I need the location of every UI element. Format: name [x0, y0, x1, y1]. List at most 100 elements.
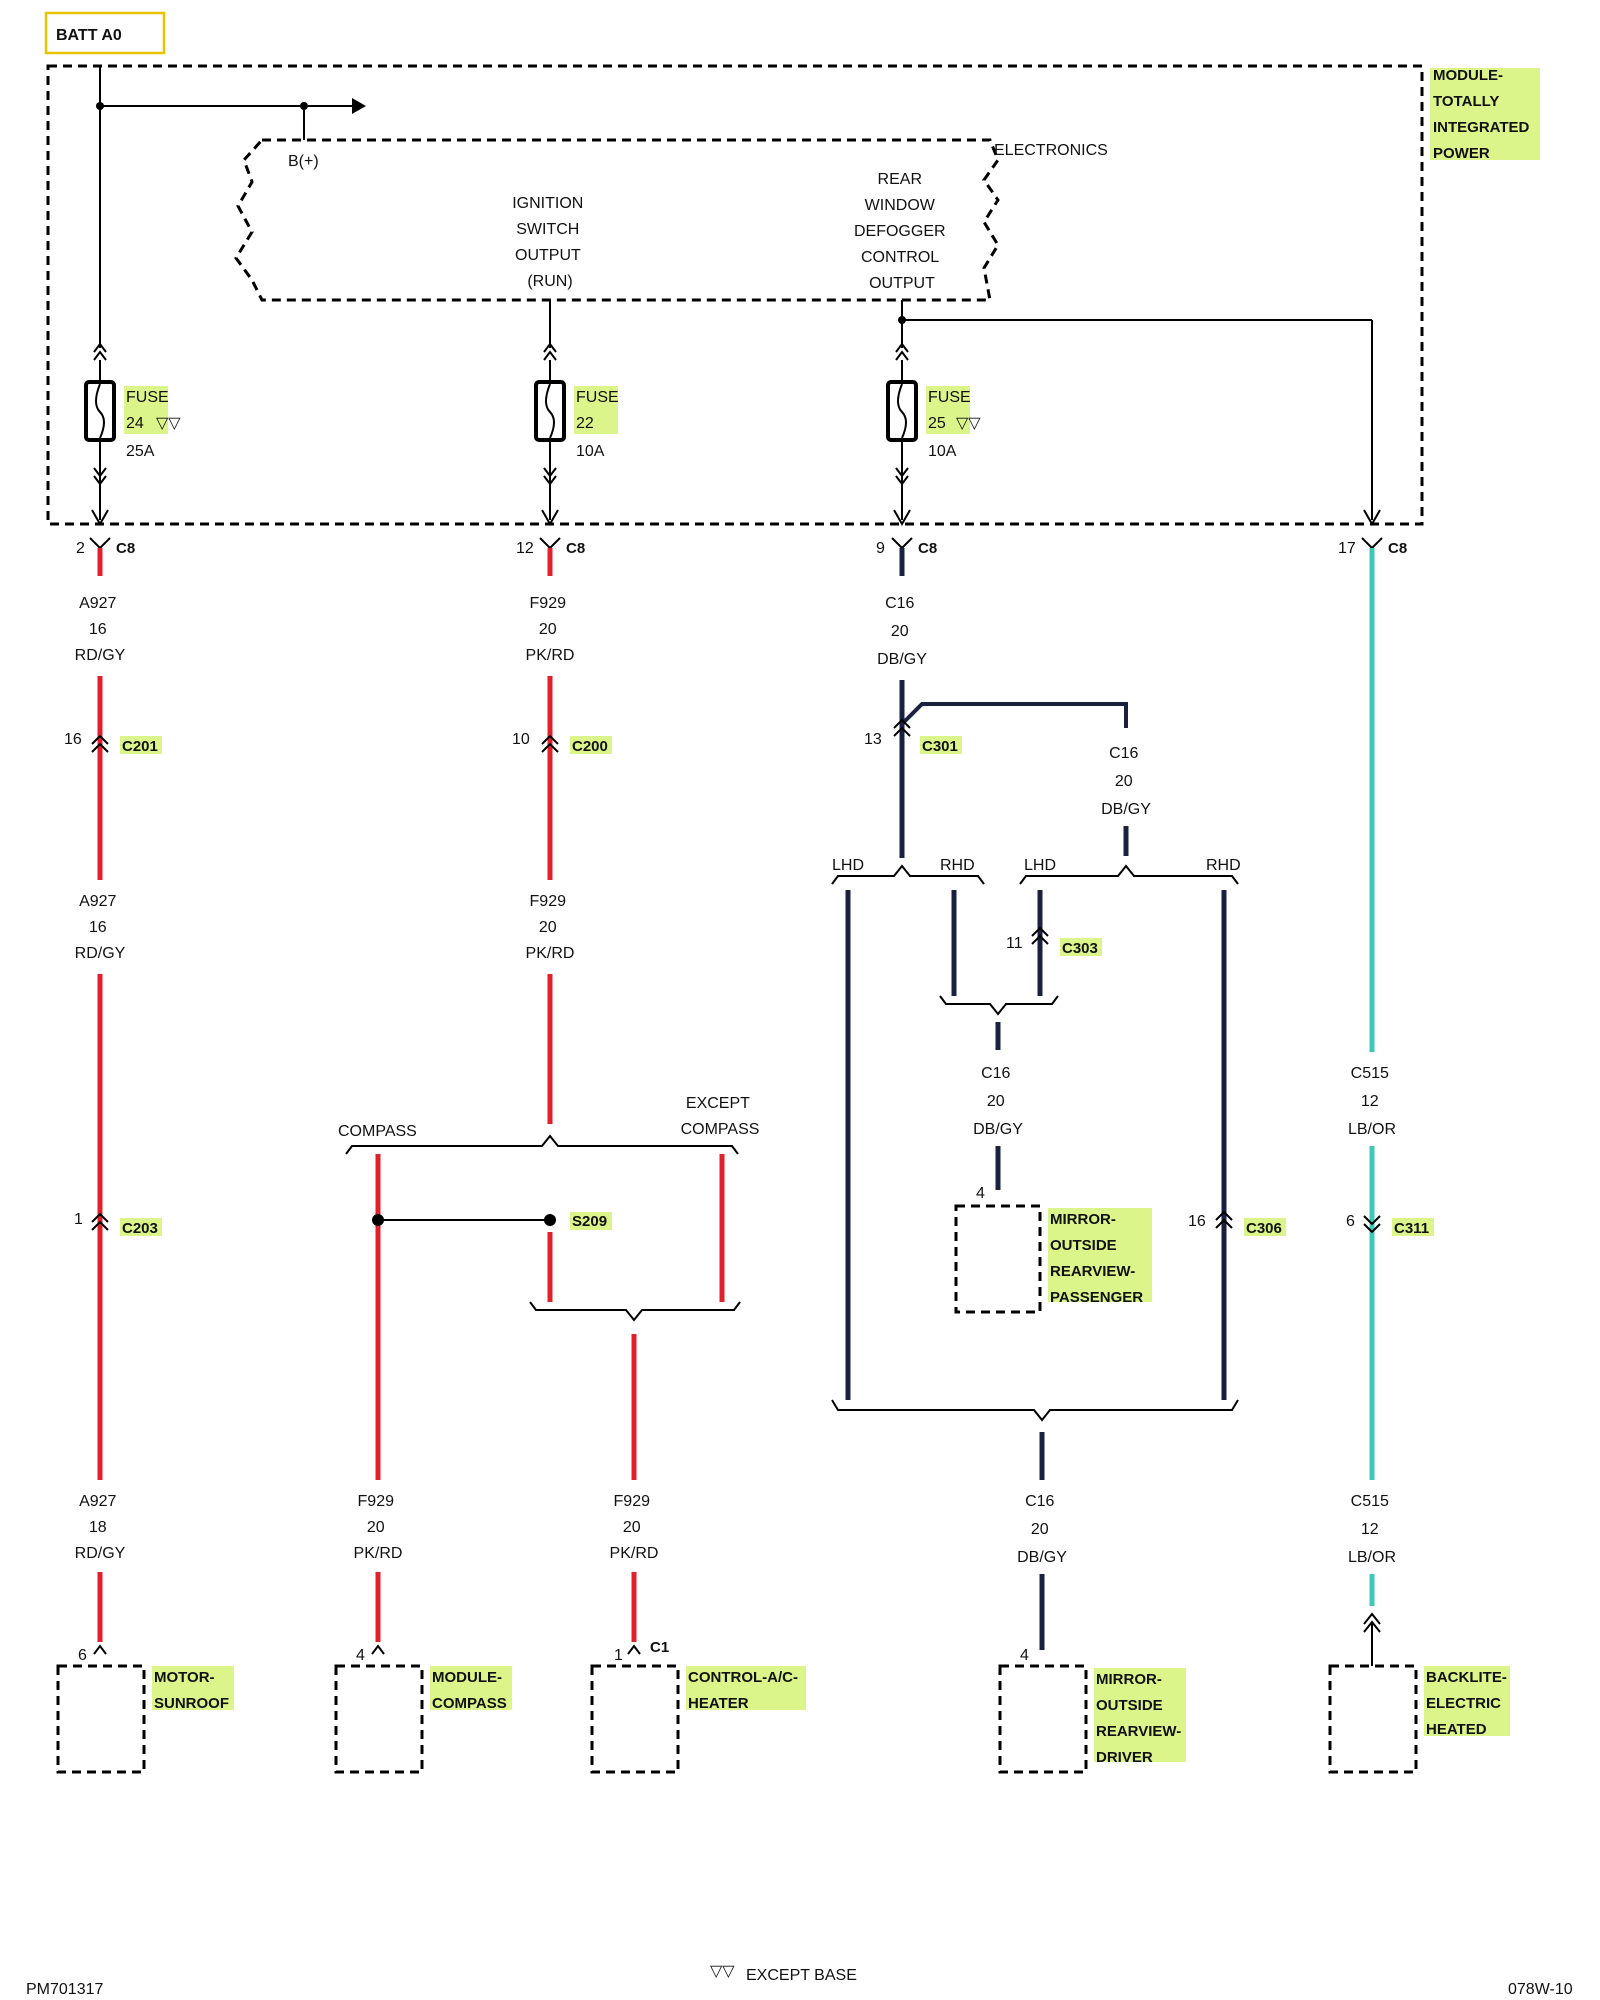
splice-s209 — [544, 1214, 556, 1226]
brace-compass-option — [345, 1134, 739, 1155]
svg-text:11: 11 — [1006, 935, 1023, 952]
connector-c311: 6 C311 — [1346, 1213, 1434, 1237]
c8-pin-2: 2 C8 — [76, 537, 135, 557]
defogger-output-label: REAR WINDOW DEFOGGER CONTROL OUTPUT — [854, 171, 950, 292]
wire-label-a927-top: A927 16 RD/GY — [75, 595, 126, 664]
footer-left-code: PM701317 — [26, 1981, 103, 1998]
wire-label-c16-top: C16 20 DB/GY — [877, 595, 927, 668]
fuse-25-label: FUSE — [928, 389, 971, 406]
component-backlite-heated — [1328, 1664, 1418, 1774]
component-module-compass — [334, 1664, 424, 1774]
wire-label-c16-passenger: C16 20 DB/GY — [973, 1065, 1023, 1138]
svg-text:C200: C200 — [572, 738, 608, 755]
c8-pin-12: 12 C8 — [516, 537, 585, 557]
svg-text:6: 6 — [1346, 1213, 1355, 1230]
wire-label-a927-bot: A927 18 RD/GY — [75, 1493, 126, 1562]
brace-driver-merge — [831, 1399, 1239, 1422]
module-compass-label: MODULE- COMPASS — [432, 1669, 507, 1712]
mirror-driver-label: MIRROR- OUTSIDE REARVIEW- DRIVER — [1096, 1671, 1185, 1766]
wire-label-f929-top: F929 20 PK/RD — [526, 595, 575, 664]
fuse-25-number: 25 — [928, 415, 946, 432]
fuse-24-label: FUSE — [126, 389, 169, 406]
electronics-label: ELECTRONICS — [994, 142, 1108, 159]
fuse-24 — [84, 342, 116, 527]
backlite-label: BACKLITE- ELECTRIC HEATED — [1426, 1669, 1511, 1738]
fuse-22-number: 22 — [576, 415, 594, 432]
svg-text:16: 16 — [1188, 1213, 1206, 1230]
svg-text:C311: C311 — [1394, 1220, 1429, 1237]
svg-text:C306: C306 — [1246, 1220, 1282, 1237]
electronics-box — [234, 138, 1000, 302]
connector-c306: 16 C306 — [1188, 1210, 1286, 1237]
control-ac-heater-label: CONTROL-A/C- HEATER — [688, 1669, 802, 1712]
svg-text:1: 1 — [614, 1647, 623, 1664]
wire-label-f929-heater: F929 20 PK/RD — [610, 1493, 659, 1562]
svg-text:4: 4 — [1020, 1647, 1029, 1664]
fuse-25-except-mark: ▽▽ — [956, 415, 981, 432]
fuse-24-number: 24 — [126, 415, 144, 432]
mirror-passenger-label: MIRROR- OUTSIDE REARVIEW- PASSENGER — [1050, 1211, 1143, 1306]
svg-text:6: 6 — [78, 1647, 87, 1664]
svg-text:4: 4 — [976, 1185, 985, 1202]
svg-text:2: 2 — [76, 540, 85, 557]
fuse-24-except-mark: ▽▽ — [156, 415, 181, 432]
ignition-output-label: IGNITION SWITCH OUTPUT (RUN) — [512, 195, 588, 290]
wire-label-c16-branch: C16 20 DB/GY — [1101, 745, 1151, 818]
svg-text:C303: C303 — [1062, 940, 1098, 957]
footer-legend-text: EXCEPT BASE — [746, 1967, 857, 1984]
svg-text:13: 13 — [864, 731, 882, 748]
fuse-24-rating: 25A — [126, 443, 155, 460]
footer-right-code: 078W-10 — [1508, 1981, 1573, 1998]
svg-text:9: 9 — [876, 540, 885, 557]
component-mirror-passenger — [954, 1204, 1042, 1314]
fuse-25-rating: 10A — [928, 443, 957, 460]
svg-text:12: 12 — [516, 540, 534, 557]
batt-label: BATT A0 — [56, 27, 122, 44]
wire-label-c515-bot: C515 12 LB/OR — [1348, 1493, 1396, 1566]
svg-text:C201: C201 — [122, 738, 158, 755]
footer-legend-symbol: ▽▽ — [710, 1963, 735, 1980]
c8-pin-9: 9 C8 — [876, 537, 937, 557]
svg-text:C8: C8 — [566, 540, 585, 557]
connector-c201: 16 C201 — [64, 731, 162, 755]
svg-text:C203: C203 — [122, 1220, 158, 1237]
wire-c16-jumper — [900, 702, 1128, 728]
connector-c301: 13 C301 — [864, 718, 962, 755]
svg-text:1: 1 — [74, 1211, 83, 1228]
svg-text:C301: C301 — [922, 738, 958, 755]
module-tipm-border — [46, 64, 1424, 526]
component-mirror-driver — [998, 1664, 1088, 1774]
wire-label-f929-mid: F929 20 PK/RD — [526, 893, 575, 962]
wire-label-c16-driver: C16 20 DB/GY — [1017, 1493, 1067, 1566]
label-rhd-1: RHD — [940, 857, 975, 874]
label-compass: COMPASS — [338, 1123, 417, 1140]
bplus-label: B(+) — [288, 153, 319, 170]
wire-label-c515-top: C515 12 LB/OR — [1348, 1065, 1396, 1138]
brace-heater-merge — [529, 1301, 741, 1322]
component-motor-sunroof — [56, 1664, 146, 1774]
svg-text:C8: C8 — [116, 540, 135, 557]
motor-sunroof-label: MOTOR- SUNROOF — [154, 1669, 229, 1712]
label-except-compass: EXCEPT COMPASS — [681, 1095, 760, 1138]
connector-c200: 10 C200 — [512, 731, 612, 755]
bplus-arrow-icon — [352, 98, 366, 114]
component-control-ac-heater — [590, 1664, 680, 1774]
svg-text:16: 16 — [64, 731, 82, 748]
svg-text:17: 17 — [1338, 540, 1356, 557]
connector-c303: 11 C303 — [1006, 926, 1102, 957]
svg-text:C8: C8 — [918, 540, 937, 557]
brace-hand-drive-2 — [1019, 864, 1239, 885]
label-rhd-2: RHD — [1206, 857, 1241, 874]
fuse-22-rating: 10A — [576, 443, 605, 460]
wire-label-f929-compass: F929 20 PK/RD — [354, 1493, 403, 1562]
batt-label-box — [44, 11, 166, 55]
brace-passenger-merge — [939, 995, 1059, 1016]
fuse-22-label: FUSE — [576, 389, 619, 406]
svg-text:C8: C8 — [1388, 540, 1407, 557]
module-tipm-name: MODULE- TOTALLY INTEGRATED POWER — [1433, 67, 1534, 162]
label-lhd-1: LHD — [832, 857, 864, 874]
connector-c203: 1 C203 — [74, 1211, 162, 1237]
svg-text:10: 10 — [512, 731, 530, 748]
brace-hand-drive-1 — [831, 864, 985, 885]
